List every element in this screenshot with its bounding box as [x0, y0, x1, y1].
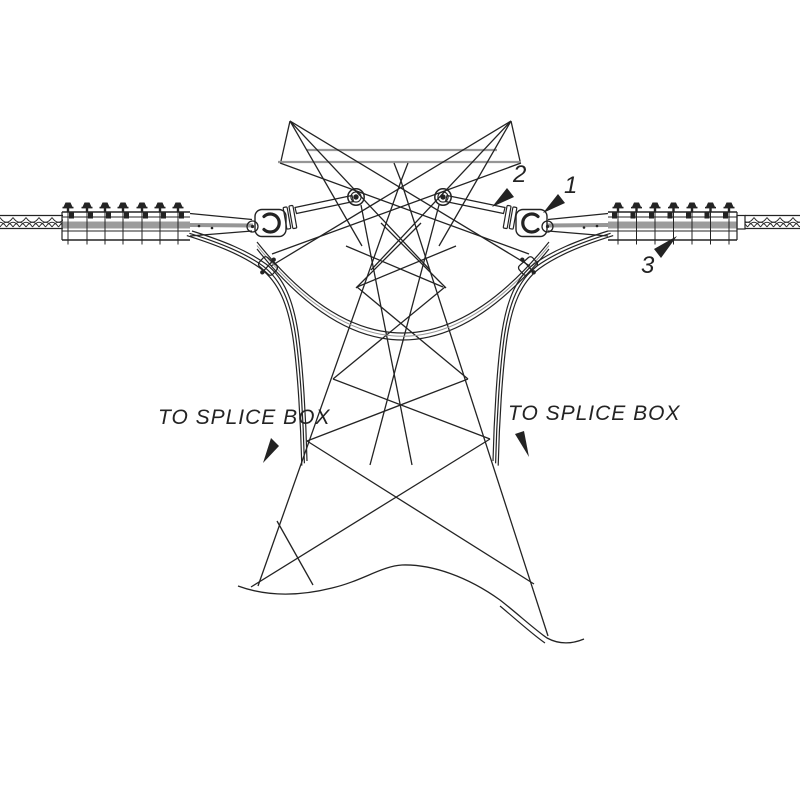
right-conductor-cable	[736, 214, 800, 230]
tower-eye-right	[434, 188, 452, 206]
splice-box-left-arrow-icon	[263, 438, 279, 463]
tower-eye-left	[347, 188, 365, 206]
break-line	[237, 564, 585, 644]
right-extension-rod	[444, 194, 506, 215]
left-conductor-cable	[0, 214, 63, 230]
callout-3-arrow-icon	[654, 236, 677, 258]
right-downlead-bundle	[492, 230, 614, 466]
right-clevis-fitting	[502, 204, 554, 238]
splice-box-right-arrow-icon	[515, 431, 529, 457]
callout-1-arrow-icon	[543, 194, 565, 213]
callout-label-1: 1	[564, 172, 578, 199]
to-splice-box-label-left: TO SPLICE BOX	[158, 406, 331, 429]
left-clevis-fitting	[246, 204, 298, 238]
downlead-clamp-right	[517, 256, 539, 276]
callout-2-arrow-icon	[492, 188, 514, 207]
clamp-bolts-right	[612, 202, 735, 245]
left-extension-rod	[294, 194, 355, 215]
downlead-clamp-left	[257, 256, 279, 276]
callout-label-3: 3	[641, 252, 655, 279]
jumper-loop-cable	[256, 241, 550, 341]
right-deadend-clamp	[546, 202, 738, 245]
callout-label-2: 2	[513, 161, 527, 188]
clamp-bolts-left	[62, 202, 184, 245]
left-downlead-bundle	[186, 230, 308, 466]
to-splice-box-label-right: TO SPLICE BOX	[508, 402, 681, 425]
left-deadend-clamp	[61, 202, 254, 245]
tower-crossarm	[270, 120, 531, 271]
